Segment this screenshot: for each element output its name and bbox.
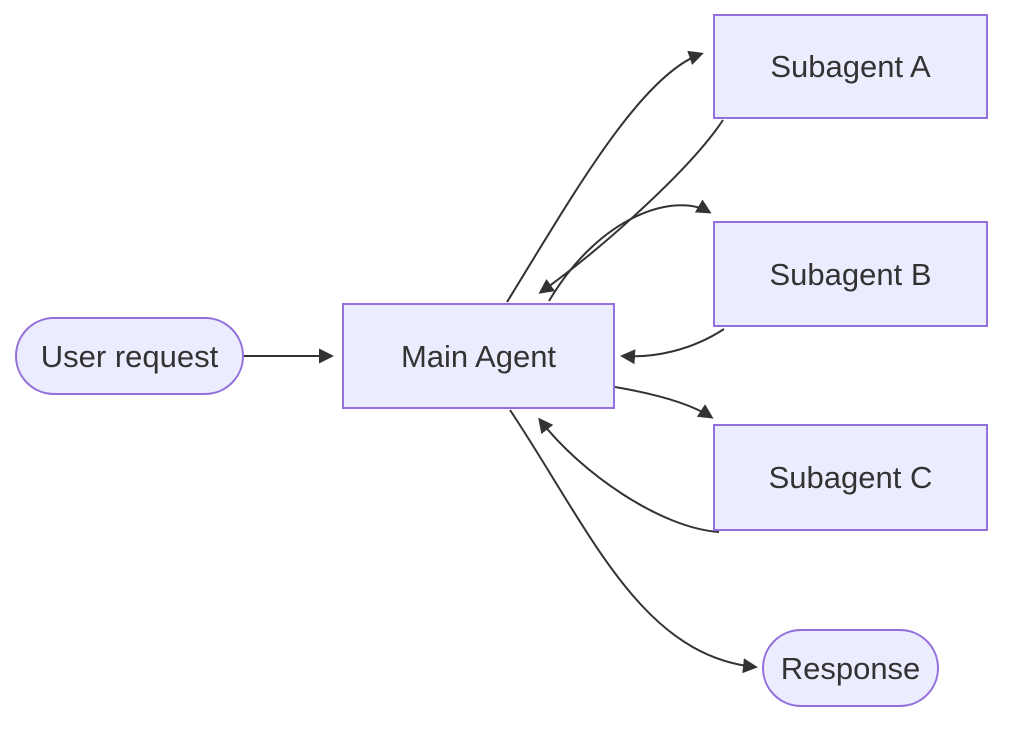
node-main-agent: Main Agent [342, 303, 615, 409]
node-response-label: Response [780, 650, 921, 686]
node-subagent-c: Subagent C [713, 424, 988, 531]
node-user-request-label: User request [40, 338, 219, 374]
node-subagent-b-label: Subagent B [769, 256, 932, 292]
node-response: Response [762, 629, 939, 707]
node-main-agent-label: Main Agent [400, 338, 557, 374]
edge-main-agent-to-subagent-b [548, 199, 712, 302]
node-user-request: User request [15, 317, 244, 395]
edge-main-agent-to-subagent-c [614, 386, 714, 419]
node-subagent-a-label: Subagent A [770, 49, 931, 84]
edge-main-agent-to-subagent-a [506, 50, 704, 303]
edge-subagent-b-to-main-agent [620, 328, 725, 365]
node-subagent-b: Subagent B [713, 221, 988, 327]
edge-main-agent-to-response [509, 409, 758, 674]
node-subagent-a: Subagent A [713, 14, 988, 119]
node-subagent-c-label: Subagent C [768, 460, 933, 495]
edge-subagent-c-to-main-agent [538, 417, 720, 533]
edge-subagent-a-to-main-agent [538, 119, 724, 294]
